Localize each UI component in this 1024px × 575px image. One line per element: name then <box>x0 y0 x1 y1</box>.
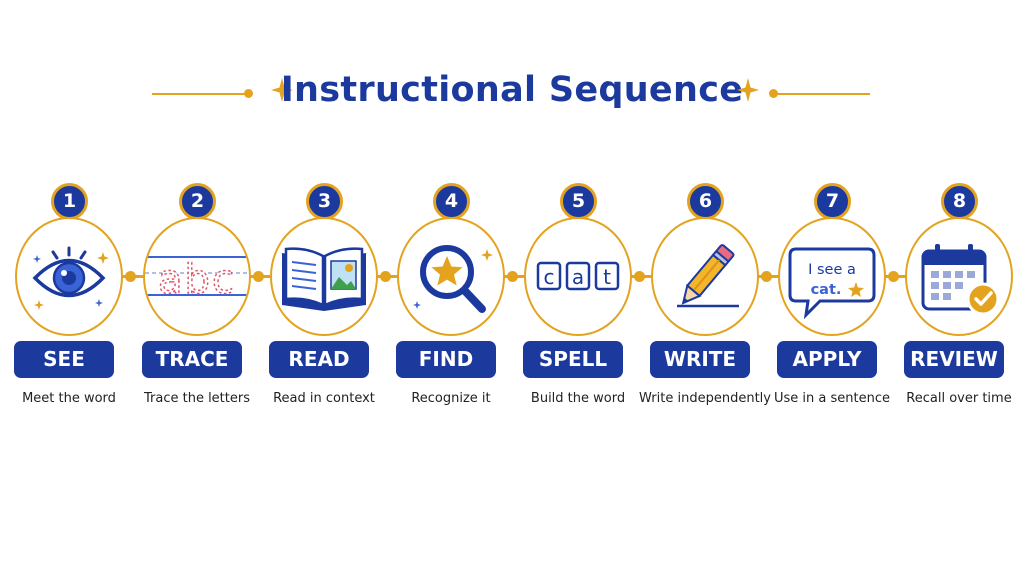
step-description: Meet the word <box>22 391 116 406</box>
step-description: Read in context <box>273 391 375 406</box>
step-icon-circle <box>270 217 378 336</box>
step-write: 6 WRITE Write independently <box>639 0 771 575</box>
step-label: APPLY <box>777 341 877 378</box>
tile-letter: t <box>603 265 611 289</box>
step-description: Use in a sentence <box>774 391 890 406</box>
step-number: 5 <box>560 183 597 220</box>
bubble-text-line1: I see a <box>808 262 856 278</box>
step-label: WRITE <box>650 341 750 378</box>
step-number: 2 <box>179 183 216 220</box>
step-label: REVIEW <box>904 341 1004 378</box>
step-number: 4 <box>433 183 470 220</box>
step-icon-circle <box>905 217 1013 336</box>
step-spell: 5 c a t SPELL Build the word <box>518 0 638 575</box>
step-icon-circle: abc <box>143 217 251 336</box>
step-description: Write independently <box>639 391 771 406</box>
step-description: Recall over time <box>906 391 1012 406</box>
step-icon-circle <box>651 217 759 336</box>
step-read: 3 READ Read in context <box>264 0 384 575</box>
page-title: Instructional Sequence <box>280 70 744 110</box>
magnifier-star-icon <box>413 245 493 313</box>
step-icon-circle: I see a cat. <box>778 217 886 336</box>
step-label: TRACE <box>142 341 242 378</box>
pencil-icon <box>677 244 739 308</box>
step-apply: 7 I see a cat. APPLY Use in a sentence <box>772 0 892 575</box>
step-find: 4 FIND Recognize it <box>391 0 511 575</box>
calendar-check-icon <box>921 244 1000 316</box>
step-number: 7 <box>814 183 851 220</box>
sparkle-icon <box>271 78 293 102</box>
step-label: SPELL <box>523 341 623 378</box>
trace-letters: abc <box>158 257 236 303</box>
speech-bubble-icon: I see a cat. <box>788 247 876 320</box>
step-description: Build the word <box>530 391 626 406</box>
step-number: 1 <box>51 183 88 220</box>
step-label: READ <box>269 341 369 378</box>
step-number: 6 <box>687 183 724 220</box>
step-review: 8 REVIEW Recall over time <box>899 0 1019 575</box>
tile-letter: c <box>544 265 555 289</box>
step-icon-circle <box>15 217 123 336</box>
step-description: Recognize it <box>411 391 491 406</box>
letter-tiles-icon: c a t <box>536 261 620 291</box>
eye-icon <box>32 246 109 310</box>
tile-letter: a <box>572 265 584 289</box>
step-description: Trace the letters <box>143 391 250 406</box>
step-number: 3 <box>306 183 343 220</box>
step-label: SEE <box>14 341 114 378</box>
step-icon-circle <box>397 217 505 336</box>
step-icon-circle: c a t <box>524 217 632 336</box>
abc-trace-icon: abc <box>145 256 249 304</box>
sparkle-icon <box>737 78 759 102</box>
bubble-text-line2: cat. <box>811 282 842 298</box>
step-see: 1 SEE Meet the word <box>9 0 129 575</box>
step-label: FIND <box>396 341 496 378</box>
open-book-icon <box>282 247 366 311</box>
step-number: 8 <box>941 183 978 220</box>
step-trace: 2 abc TRACE Trace the letters <box>137 0 257 575</box>
